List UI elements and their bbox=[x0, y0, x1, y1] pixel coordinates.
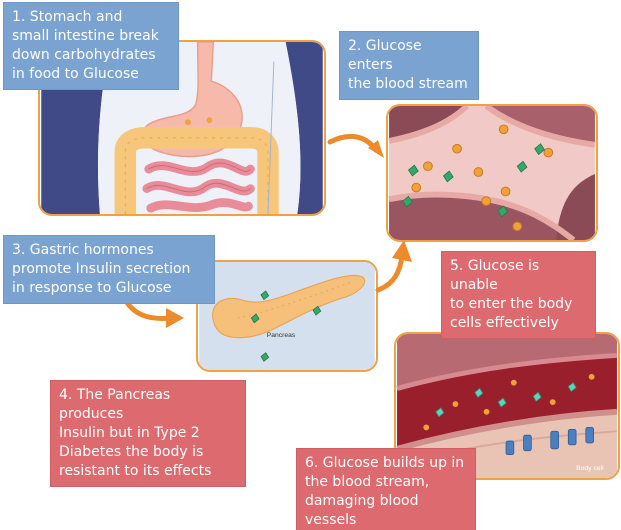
step-5-label: 5. Glucose is unable to enter the body c… bbox=[441, 251, 596, 339]
bloodstream-panel bbox=[386, 104, 598, 242]
step-2-label: 2. Glucose enters the blood stream bbox=[339, 31, 479, 100]
step-6-label: 6. Glucose builds up in the blood stream… bbox=[296, 448, 476, 530]
step-1-label: 1. Stomach and small intestine break dow… bbox=[3, 2, 179, 90]
bloodstream-illustration bbox=[388, 106, 596, 240]
arrow-pancreas-to-bloodstream bbox=[375, 240, 412, 293]
pancreas-illustration: Pancreas bbox=[199, 262, 375, 370]
step-4-label: 4. The Pancreas produces Insulin but in … bbox=[50, 380, 246, 487]
step-3-label: 3. Gastric hormones promote Insulin secr… bbox=[3, 235, 215, 304]
pancreas-panel: Pancreas bbox=[196, 260, 378, 372]
body-cell-caption: Body cell bbox=[576, 465, 604, 472]
pancreas-caption: Pancreas bbox=[267, 332, 296, 339]
arrow-digestion-to-bloodstream bbox=[327, 133, 384, 158]
